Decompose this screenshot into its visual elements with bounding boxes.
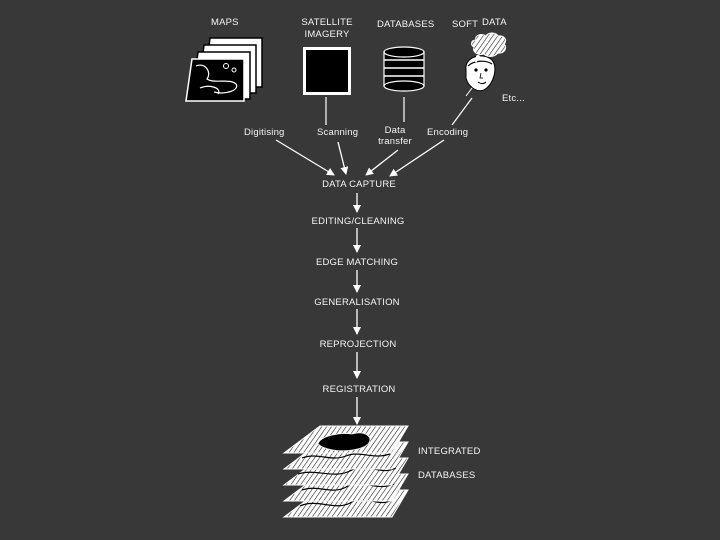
- person-head-icon: [465, 55, 496, 97]
- arrow-digitising: [275, 139, 335, 176]
- step-registration: REGISTRATION: [322, 384, 396, 395]
- step-edge-matching: EDGE MATCHING: [315, 257, 399, 268]
- step-generalisation: GENERALISATION: [314, 297, 400, 308]
- encoding-label: Encoding: [427, 127, 469, 138]
- etc-label: Etc...: [502, 93, 525, 104]
- output-label-line1: INTEGRATED: [418, 446, 481, 457]
- data-layers-icon: [282, 425, 409, 518]
- data-label: DATA: [482, 17, 507, 28]
- soft-label: SOFT: [452, 19, 479, 30]
- scanning-label: Scanning: [317, 127, 359, 138]
- databases-source-label: DATABASES: [377, 19, 435, 30]
- step-editing-cleaning: EDITING/CLEANING: [311, 216, 405, 227]
- maps-stack-icon: [185, 37, 263, 102]
- digitising-label: Digitising: [244, 127, 285, 138]
- satellite-label-line2: IMAGERY: [304, 29, 350, 40]
- thought-cloud-icon: [471, 32, 507, 63]
- step-data-capture: DATA CAPTURE: [322, 179, 396, 190]
- data-transfer-label-line1: Data: [384, 125, 406, 136]
- database-disks-icon: [383, 46, 425, 92]
- arrow-data-transfer: [365, 149, 399, 176]
- data-transfer-label-line2: transfer: [378, 136, 412, 147]
- arrow-soft-to-encoding: [451, 97, 473, 126]
- satellite-image-icon: [303, 47, 351, 95]
- output-label-line2: DATABASES: [418, 470, 476, 481]
- arrow-encoding: [389, 139, 445, 177]
- arrow-scanning: [337, 141, 349, 175]
- step-reprojection: REPROJECTION: [319, 339, 397, 350]
- maps-label: MAPS: [211, 17, 239, 28]
- satellite-label-line1: SATELLITE: [301, 17, 353, 28]
